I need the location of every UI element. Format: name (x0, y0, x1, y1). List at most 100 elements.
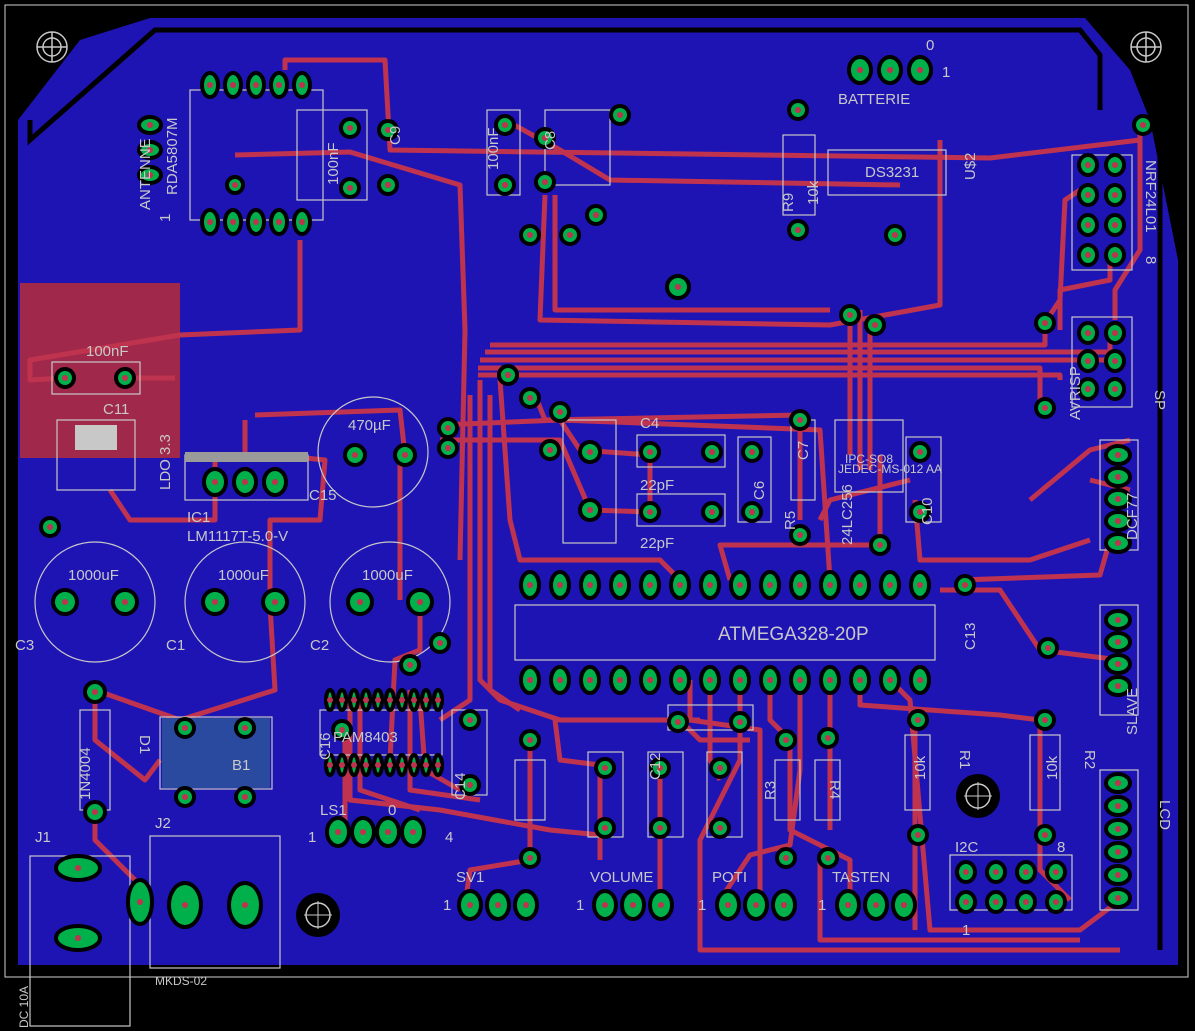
drill-hole (1115, 872, 1121, 878)
drill-hole (1112, 222, 1118, 228)
drill-hole (502, 122, 508, 128)
label-u2: U$2 (962, 152, 979, 180)
drill-hole (1042, 717, 1048, 723)
drill-hole (1112, 192, 1118, 198)
drill-hole (147, 122, 153, 128)
drill-hole (423, 697, 429, 703)
drill-hole (47, 524, 53, 530)
label-sv1: SV1 (456, 869, 484, 886)
drill-hole (887, 67, 893, 73)
mounting-hole-icon (36, 31, 68, 63)
label-avr: AVRISP (1067, 366, 1084, 420)
label-d1: D1 (136, 735, 153, 754)
label-tasten-pin: 1 (818, 897, 826, 914)
label-cap-c: 100nF (485, 127, 502, 170)
label-r3: R3 (762, 781, 779, 800)
drill-hole (351, 762, 357, 768)
drill-hole (505, 372, 511, 378)
drill-hole (737, 677, 743, 683)
drill-hole (658, 902, 664, 908)
drill-hole (230, 219, 236, 225)
label-c11: C11 (103, 401, 129, 418)
drill-hole (857, 67, 863, 73)
drill-hole (385, 127, 391, 133)
label-c1: C1 (166, 637, 185, 654)
drill-hole (242, 902, 248, 908)
ldo-tab (75, 425, 117, 450)
drill-hole (1085, 358, 1091, 364)
label-cap-top: 100nF (86, 343, 129, 360)
label-poti: POTI (712, 869, 747, 886)
drill-hole (877, 542, 883, 548)
label-c3-val: 1000uF (68, 567, 119, 584)
label-ds3231: DS3231 (865, 164, 919, 181)
drill-hole (917, 67, 923, 73)
label-ldo33: LDO 3.3 (157, 434, 174, 490)
drill-hole (1112, 162, 1118, 168)
drill-hole (1115, 617, 1121, 623)
drill-hole (917, 582, 923, 588)
drill-hole (675, 719, 681, 725)
drill-hole (725, 902, 731, 908)
drill-hole (122, 599, 128, 605)
label-c6: C6 (751, 481, 768, 500)
drill-hole (272, 479, 278, 485)
drill-hole (1115, 661, 1121, 667)
drill-hole (547, 447, 553, 453)
drill-hole (587, 449, 593, 455)
drill-hole (1115, 452, 1121, 458)
label-c2: C2 (310, 637, 329, 654)
drill-hole (327, 697, 333, 703)
drill-hole (825, 735, 831, 741)
drill-hole (253, 219, 259, 225)
drill-hole (276, 219, 282, 225)
label-ls1-pin0: 0 (388, 802, 396, 819)
drill-hole (795, 107, 801, 113)
drill-hole (1053, 899, 1059, 905)
label-sp: SP (1151, 390, 1168, 410)
drill-hole (707, 677, 713, 683)
drill-hole (399, 697, 405, 703)
drill-hole (857, 677, 863, 683)
drill-hole (423, 762, 429, 768)
drill-hole (717, 825, 723, 831)
drill-hole (212, 479, 218, 485)
drill-hole (1115, 683, 1121, 689)
drill-hole (647, 449, 653, 455)
drill-hole (527, 855, 533, 861)
drill-hole (709, 449, 715, 455)
drill-hole (299, 82, 305, 88)
drill-hole (915, 832, 921, 838)
drill-hole (872, 322, 878, 328)
drill-hole (232, 182, 238, 188)
label-antenne-pin: 1 (157, 214, 174, 222)
drill-hole (1085, 330, 1091, 336)
drill-hole (502, 182, 508, 188)
drill-hole (351, 697, 357, 703)
drill-hole (327, 762, 333, 768)
label-dc-jack: DC 10A (17, 986, 31, 1028)
label-c13: C13 (962, 622, 979, 650)
drill-hole (542, 135, 548, 141)
drill-hole (1140, 122, 1146, 128)
drill-hole (122, 375, 128, 381)
silkscreen (29, 89, 1139, 1027)
drill-hole (617, 677, 623, 683)
label-r9: R9 (780, 193, 797, 212)
drill-hole (407, 662, 413, 668)
drill-hole (1112, 358, 1118, 364)
drill-hole (399, 762, 405, 768)
drill-hole (917, 509, 923, 515)
label-poti-pin: 1 (698, 897, 706, 914)
drill-hole (797, 417, 803, 423)
drill-hole (795, 227, 801, 233)
mounting-hole-icon (296, 893, 340, 937)
drill-hole (417, 599, 423, 605)
ic1-tab (185, 452, 308, 462)
drill-hole (339, 727, 345, 733)
drill-hole (797, 677, 803, 683)
drill-hole (352, 452, 358, 458)
label-volume-pin: 1 (576, 897, 584, 914)
label-d1-val: 1N4004 (77, 747, 94, 800)
label-r9-val: 10k (805, 180, 822, 205)
